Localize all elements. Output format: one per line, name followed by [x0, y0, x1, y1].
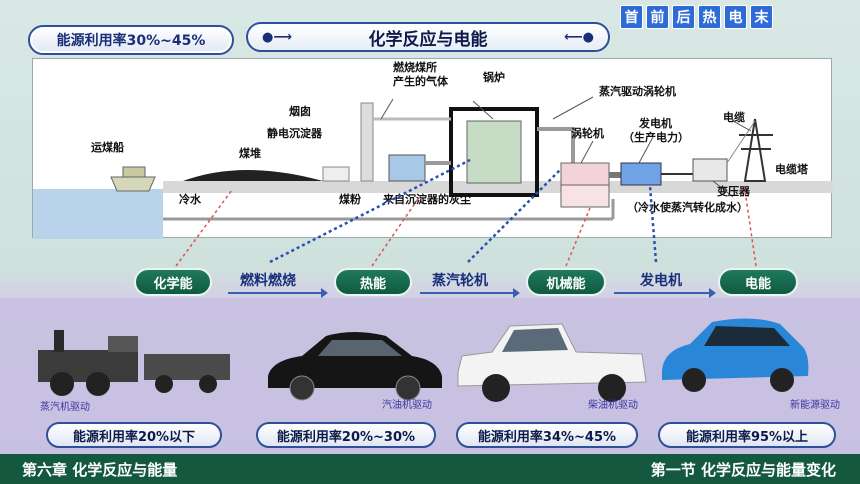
precipitator [388, 154, 426, 182]
nav-electric-button[interactable]: 电 [724, 5, 747, 29]
process-fuel-burning: 燃料燃烧 [240, 273, 296, 289]
label-coal-pile: 煤堆 [239, 147, 261, 160]
label-boiler: 锅炉 [483, 71, 505, 84]
generator [620, 162, 662, 186]
coal-ship-hull [110, 176, 156, 192]
nav-buttons: 首 前 后 热 电 末 [620, 5, 773, 29]
label-ash: 来自沉淀器的灰尘 [383, 193, 471, 206]
chimney [360, 102, 374, 182]
footer-bar: 第六章 化学反应与能量 第一节 化学反应与能量变化 [0, 454, 860, 484]
label-coal-ship: 运煤船 [91, 141, 124, 154]
nav-prev-button[interactable]: 前 [646, 5, 669, 29]
power-plant-diagram: 运煤船 煤堆 烟囱 静电沉淀器 燃烧煤所 产生的气体 锅炉 蒸汽驱动涡轮机 涡轮… [32, 58, 833, 239]
label-steam-turbine-drive: 蒸汽驱动涡轮机 [599, 85, 676, 98]
chapter-title: 第六章 化学反应与能量 [22, 460, 178, 479]
stage-mechanical-energy: 机械能 [526, 268, 606, 296]
label-condense: （冷水使蒸汽转化成水） [627, 201, 748, 214]
coal-ship-cabin [122, 166, 146, 178]
coal-pile [183, 170, 323, 181]
label-cable: 电缆 [723, 111, 745, 124]
label-power-gen: （生产电力） [623, 131, 689, 144]
nav-first-button[interactable]: 首 [620, 5, 643, 29]
stage-heat-energy: 热能 [334, 268, 412, 296]
vehicle-label-steam: 蒸汽机驱动 [40, 402, 90, 413]
label-cold-water: 冷水 [179, 193, 201, 206]
label-turbine: 涡轮机 [571, 127, 604, 140]
condenser [560, 184, 610, 208]
efficiency-gasoline: 能源利用率20%~30% [256, 422, 436, 448]
nav-last-button[interactable]: 末 [750, 5, 773, 29]
boiler-core [466, 120, 522, 184]
label-chimney: 烟囱 [289, 105, 311, 118]
vehicle-label-diesel: 柴油机驱动 [588, 400, 638, 411]
new-energy-suv-image [662, 318, 809, 392]
label-precipitator: 静电沉淀器 [267, 127, 322, 140]
title-right-arrow: ⟵● [564, 29, 594, 45]
diesel-pickup-image [457, 323, 647, 402]
title-left-arrow: ●⟶ [262, 29, 292, 45]
efficiency-diesel: 能源利用率34%~45% [456, 422, 638, 448]
title-bar: ●⟶ 化学反应与电能 ⟵● [246, 22, 610, 52]
chain-arrow-3 [614, 288, 716, 298]
section-title: 第一节 化学反应与能量变化 [650, 460, 836, 479]
vehicle-label-gasoline: 汽油机驱动 [382, 400, 432, 411]
process-generator: 发电机 [640, 273, 682, 289]
transformer [692, 158, 728, 182]
steam-locomotive-image [38, 330, 230, 396]
efficiency-new-energy: 能源利用率95%以上 [658, 422, 836, 448]
label-coal-powder: 煤粉 [339, 193, 361, 206]
process-steam-turbine: 蒸汽轮机 [432, 273, 488, 289]
slide-title: 化学反应与电能 [368, 29, 488, 50]
coal-powder-unit [322, 166, 350, 182]
efficiency-badge: 能源利用率30%~45% [28, 25, 234, 55]
label-transformer: 变压器 [717, 185, 750, 198]
stage-electric-energy: 电能 [718, 268, 798, 296]
efficiency-steam: 能源利用率20%以下 [46, 422, 222, 448]
water-area [33, 189, 163, 239]
vehicle-label-new-energy: 新能源驱动 [790, 400, 840, 411]
label-generator: 发电机 [639, 117, 672, 130]
gasoline-car-image [268, 332, 442, 401]
chain-arrow-2 [420, 288, 520, 298]
chain-arrow-1 [228, 288, 328, 298]
label-cable-tower: 电缆塔 [775, 163, 808, 176]
stage-chemical-energy: 化学能 [134, 268, 212, 296]
label-burning-gas: 燃烧煤所 产生的气体 [393, 61, 448, 88]
nav-next-button[interactable]: 后 [672, 5, 695, 29]
nav-heat-button[interactable]: 热 [698, 5, 721, 29]
